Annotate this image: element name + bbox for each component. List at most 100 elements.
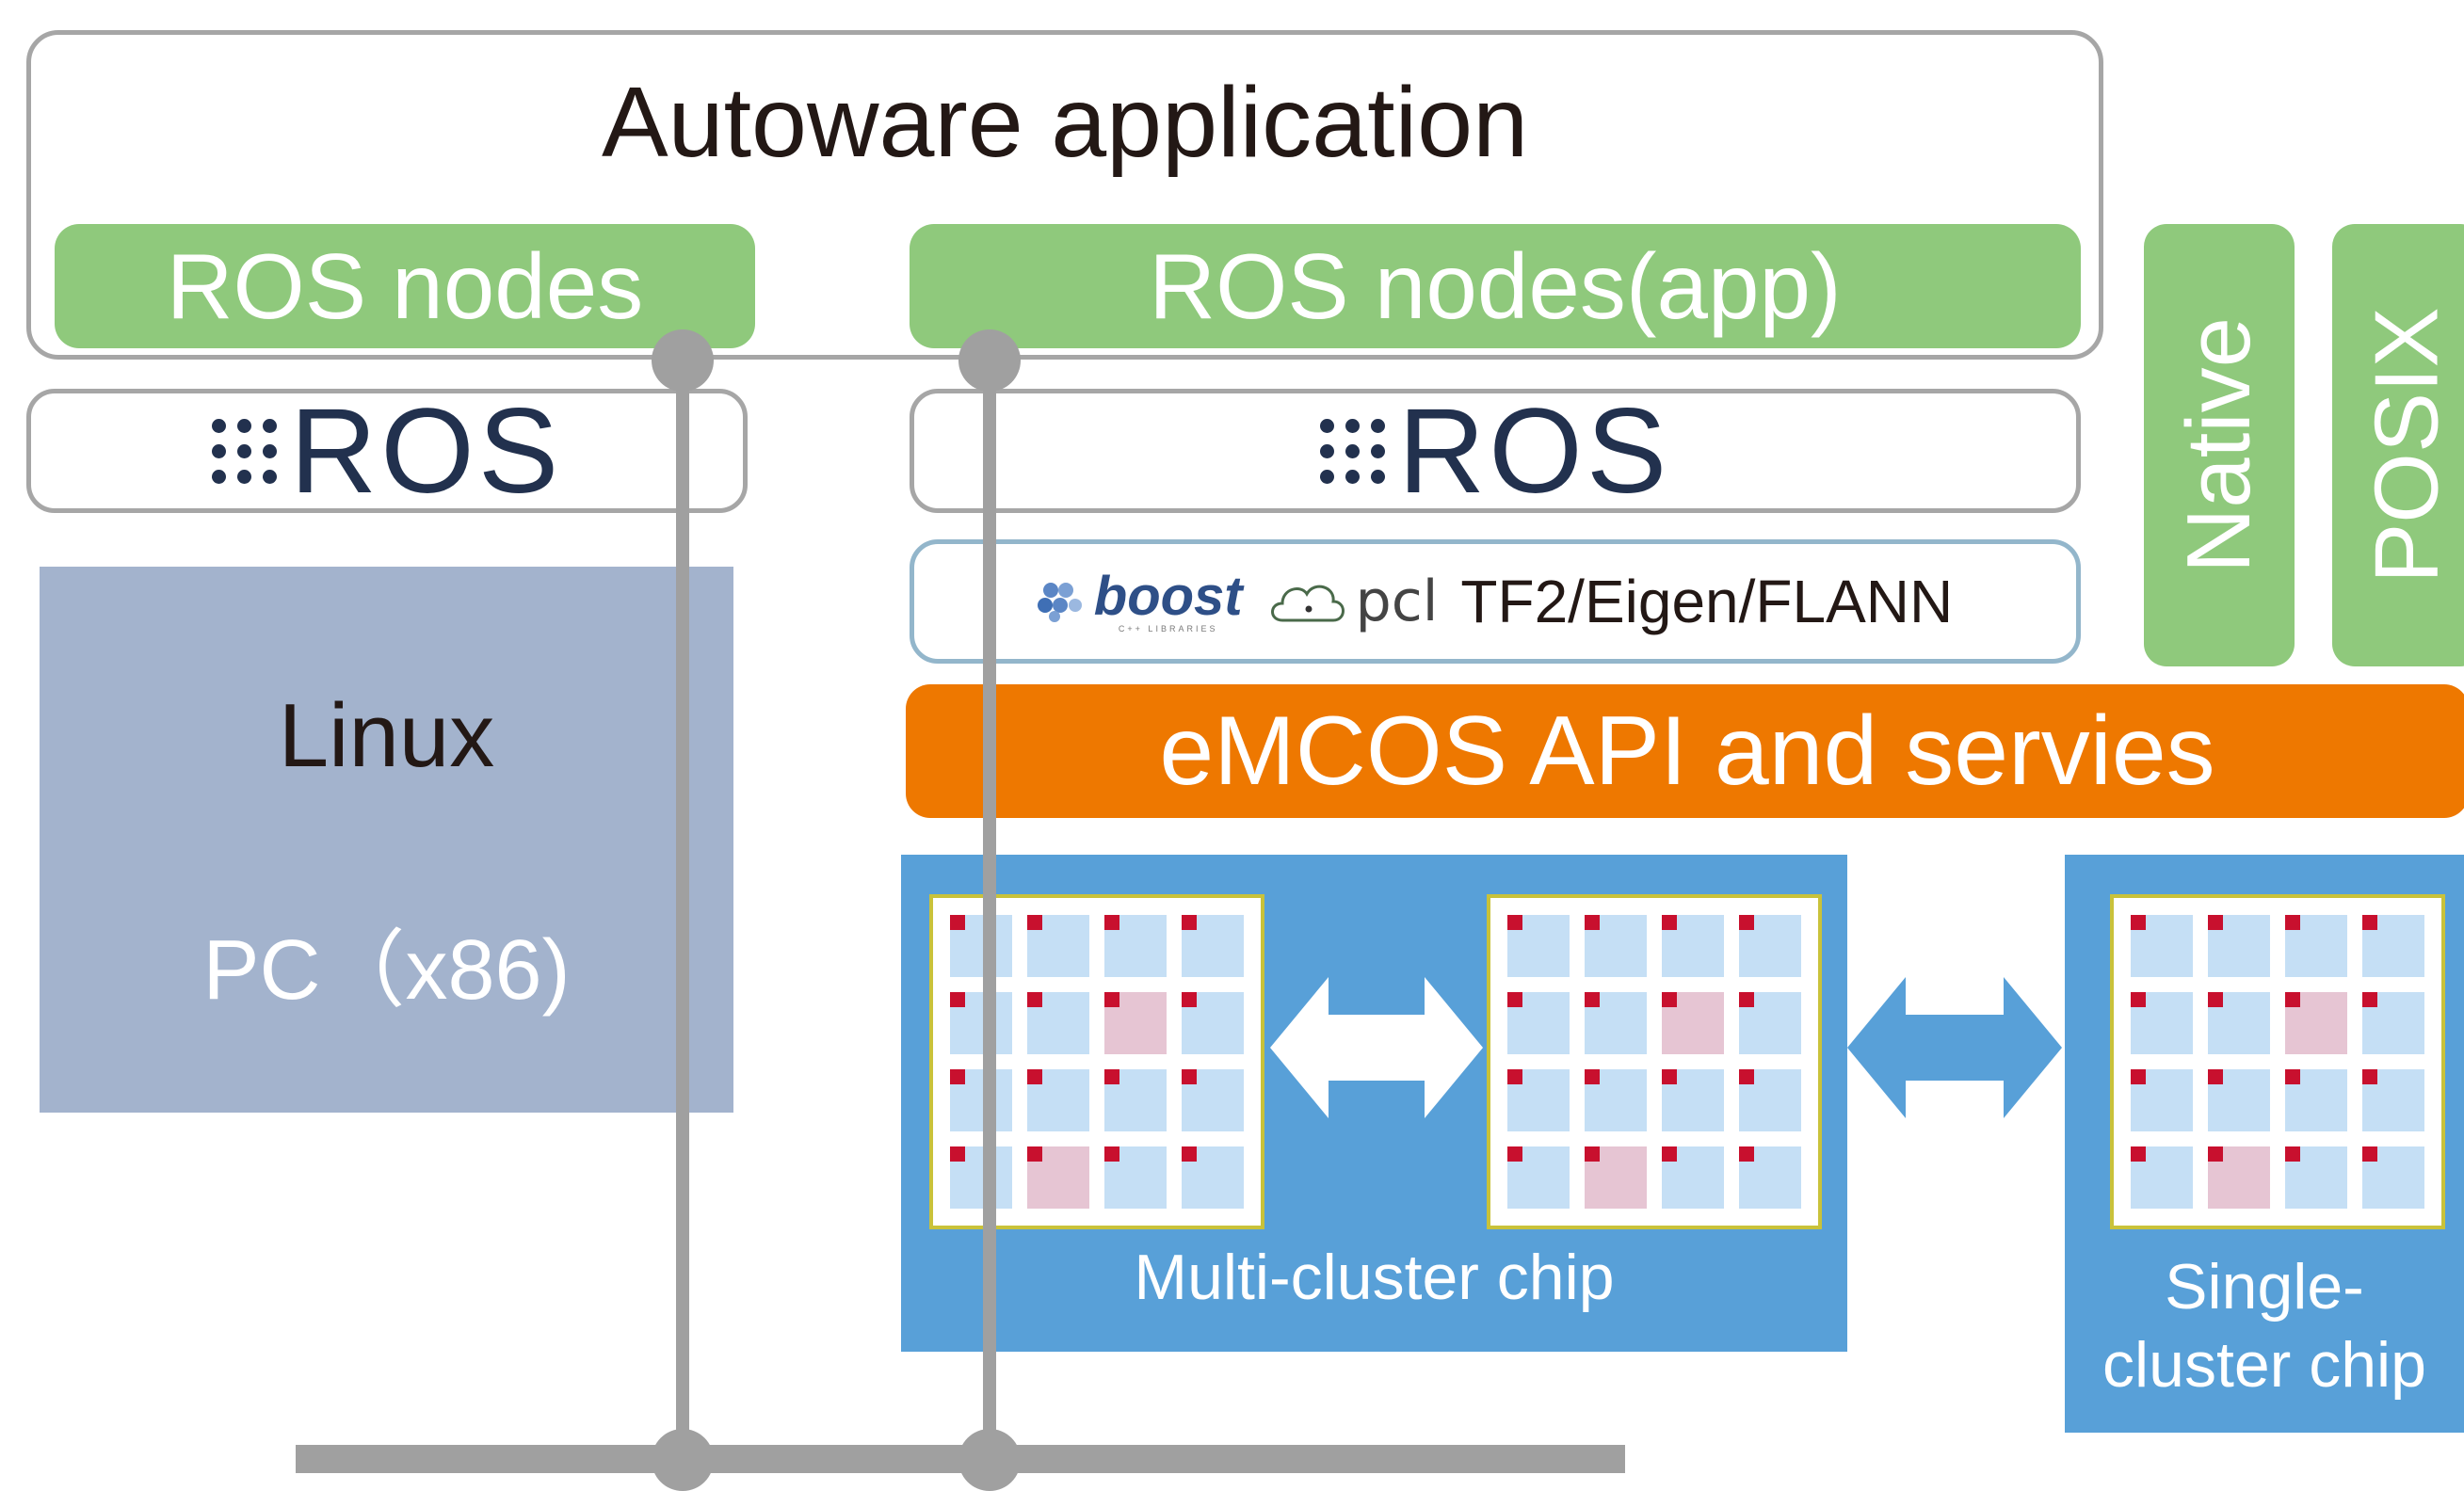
core-marker — [1182, 992, 1197, 1007]
processor-core — [1027, 1069, 1089, 1131]
core-marker — [1182, 1069, 1197, 1084]
tf2-eigen-flann-label: TF2/Eigen/FLANN — [1460, 568, 1954, 635]
processor-core — [1662, 915, 1724, 977]
processor-core — [2362, 1146, 2424, 1209]
chip-cluster — [929, 894, 1264, 1229]
processor-core — [1104, 1146, 1167, 1209]
single-cluster-chip-label: Single- cluster chip — [2102, 1251, 2426, 1401]
core-marker — [1027, 1069, 1042, 1084]
core-marker — [1507, 1146, 1522, 1162]
core-marker — [1662, 1146, 1677, 1162]
processor-core — [1585, 915, 1647, 977]
connector-line-left — [676, 358, 689, 1479]
processor-core — [950, 1069, 1012, 1131]
connector-node-dot — [958, 329, 1021, 392]
ros-layer-left: ROS — [26, 384, 748, 519]
core-marker — [950, 915, 965, 930]
processor-core — [1507, 1069, 1570, 1131]
interconnect-arrow-icon — [1847, 977, 2062, 1118]
pc-x86-label: PC（x86) — [202, 923, 571, 1018]
processor-core — [1585, 1146, 1647, 1209]
ros-dots-icon — [211, 418, 277, 484]
core-marker — [2208, 992, 2223, 1007]
chip-cluster — [1487, 894, 1822, 1229]
processor-core — [2131, 915, 2193, 977]
core-marker — [2131, 915, 2146, 930]
ros-nodes-app: ROS nodes(app) — [910, 224, 2081, 348]
bus-node-dot — [958, 1429, 1021, 1491]
core-marker — [2208, 1069, 2223, 1084]
cloud-icon — [1270, 585, 1345, 622]
processor-core — [2362, 1069, 2424, 1131]
processor-core — [2208, 915, 2270, 977]
processor-core — [950, 1146, 1012, 1209]
core-marker — [1507, 915, 1522, 930]
processor-core — [1739, 992, 1801, 1054]
processor-core — [1585, 1069, 1647, 1131]
core-marker — [1104, 1069, 1119, 1084]
core-marker — [1585, 1146, 1600, 1162]
processor-core — [1027, 992, 1089, 1054]
core-marker — [2285, 992, 2300, 1007]
core-marker — [2362, 1146, 2377, 1162]
connector-line-right — [983, 358, 996, 1479]
ros-nodes-left-label: ROS nodes — [166, 233, 644, 338]
core-marker — [950, 992, 965, 1007]
core-marker — [2131, 1069, 2146, 1084]
pcl-wordmark: pcl — [1355, 569, 1439, 634]
processor-core — [2285, 992, 2347, 1054]
core-marker — [2131, 992, 2146, 1007]
core-marker — [1662, 915, 1677, 930]
processor-core — [2208, 1146, 2270, 1209]
core-marker — [2362, 915, 2377, 930]
core-marker — [2285, 1146, 2300, 1162]
ros-dots-icon — [1319, 418, 1385, 484]
core-marker — [1104, 1146, 1119, 1162]
boost-logo: boost C++ LIBRARIES — [1037, 566, 1243, 633]
ros-wordmark: ROS — [289, 383, 563, 519]
core-marker — [1027, 915, 1042, 930]
processor-core — [1182, 1146, 1244, 1209]
core-marker — [1507, 1069, 1522, 1084]
ros-layer-right: ROS — [910, 384, 2081, 519]
ros-logo: ROS — [1319, 382, 1670, 521]
processor-core — [1104, 915, 1167, 977]
processor-core — [2208, 1069, 2270, 1131]
boost-subtitle: C++ LIBRARIES — [1118, 624, 1218, 633]
core-marker — [1585, 1069, 1600, 1084]
processor-core — [2131, 992, 2193, 1054]
core-marker — [1739, 915, 1754, 930]
ros-logo: ROS — [211, 382, 563, 521]
core-marker — [1027, 992, 1042, 1007]
multi-cluster-chip-label: Multi-cluster chip — [1134, 1242, 1615, 1313]
single-cluster-chip-panel: Single- cluster chip — [2065, 855, 2464, 1433]
native-label: Native — [2168, 316, 2270, 574]
core-marker — [1585, 992, 1600, 1007]
ros-nodes-app-label: ROS nodes(app) — [1149, 233, 1842, 338]
core-marker — [2131, 1146, 2146, 1162]
processor-core — [2285, 915, 2347, 977]
processor-core — [1662, 992, 1724, 1054]
core-marker — [1739, 1146, 1754, 1162]
bus-node-dot — [652, 1429, 714, 1491]
processor-core — [1182, 992, 1244, 1054]
processor-core — [1739, 1146, 1801, 1209]
connector-node-dot — [652, 329, 714, 392]
processor-core — [2208, 992, 2270, 1054]
processor-core — [1507, 915, 1570, 977]
core-marker — [2208, 1146, 2223, 1162]
processor-core — [1739, 915, 1801, 977]
core-marker — [1182, 915, 1197, 930]
core-marker — [950, 1146, 965, 1162]
pcl-logo: pcl — [1265, 569, 1439, 634]
processor-core — [1104, 1069, 1167, 1131]
ros-nodes-left: ROS nodes — [55, 224, 755, 348]
core-marker — [950, 1069, 965, 1084]
core-marker — [1182, 1146, 1197, 1162]
core-marker — [2285, 915, 2300, 930]
boost-wordmark: boost — [1093, 566, 1243, 627]
native-box: Native — [2144, 224, 2295, 666]
processor-core — [1662, 1069, 1724, 1131]
linux-pc-box: Linux PC（x86) — [40, 567, 733, 1113]
emcos-api-label: eMCOS API and servies — [1159, 696, 2215, 806]
